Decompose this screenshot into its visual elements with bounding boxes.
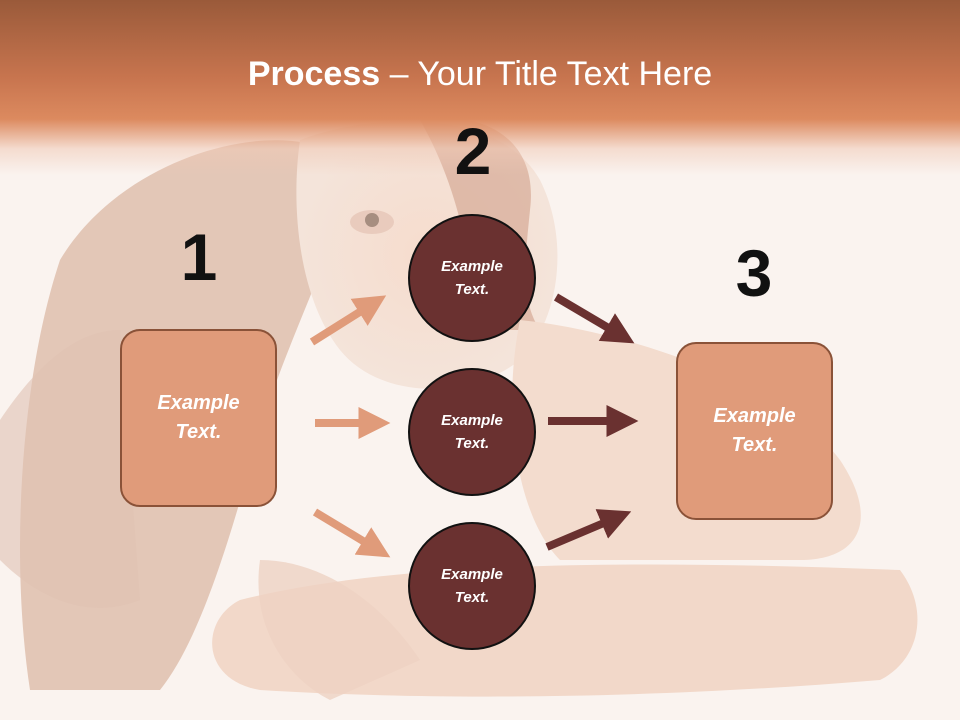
circle-top-line1: Example	[441, 258, 503, 275]
arrow-1-to-bottom	[312, 508, 391, 558]
circle-bottom-line2: Text.	[454, 589, 490, 606]
arrow-1-to-top	[309, 295, 387, 346]
circle-bottom-text: Example Text.	[441, 563, 503, 609]
arrow-top-to-3	[553, 293, 635, 344]
step-3-line1: Example	[713, 405, 796, 427]
circle-bottom-line1: Example	[441, 566, 503, 583]
circle-middle-line1: Example	[441, 412, 503, 429]
step-2-circle-top[interactable]: Example Text.	[408, 214, 536, 342]
circle-top-text: Example Text.	[441, 255, 503, 301]
circle-top-line2: Text.	[454, 281, 490, 298]
arrow-bottom-to-3	[545, 509, 632, 551]
circle-middle-line2: Text.	[454, 435, 490, 452]
title-bold: Process	[247, 55, 381, 93]
step-1-line1: Example	[157, 392, 240, 414]
step-3-text: Example Text.	[713, 402, 795, 460]
step-3-line2: Text.	[731, 434, 778, 456]
step-number-3: 3	[735, 236, 773, 310]
step-1-line2: Text.	[175, 421, 222, 443]
step-2-circle-bottom[interactable]: Example Text.	[408, 522, 536, 650]
step-number-1: 1	[180, 220, 218, 294]
step-1-box[interactable]: Example Text.	[120, 329, 277, 507]
circle-middle-text: Example Text.	[441, 409, 503, 455]
title-rest: – Your Title Text Here	[380, 55, 713, 93]
slide-title: Process – Your Title Text Here	[0, 52, 960, 96]
step-3-box[interactable]: Example Text.	[676, 342, 833, 520]
step-1-text: Example Text.	[157, 389, 239, 447]
step-number-2: 2	[454, 114, 492, 188]
header-band	[0, 0, 960, 175]
step-2-circle-middle[interactable]: Example Text.	[408, 368, 536, 496]
